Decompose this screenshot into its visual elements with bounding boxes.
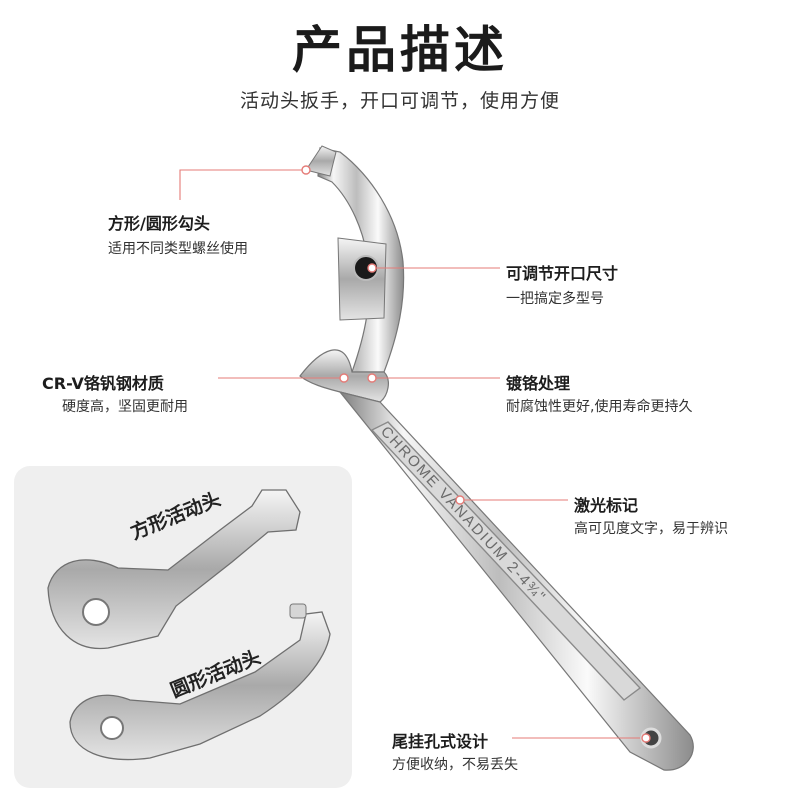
handle-engraving: CHROME VANADIUM 2-4¾"	[377, 423, 549, 606]
callout-adjustable-title: 可调节开口尺寸	[506, 264, 619, 283]
callout-chrome-title: 镀铬处理	[506, 374, 571, 393]
callout-hook-title: 方形/圆形勾头	[108, 214, 210, 233]
callout-laser-desc: 高可见度文字，易于辨识	[574, 521, 728, 537]
round-head-hole	[100, 716, 124, 740]
round-head-piece	[69, 603, 331, 761]
square-head-piece	[47, 489, 301, 650]
callout-hook-desc: 适用不同类型螺丝使用	[108, 241, 248, 257]
page-subtitle: 活动头扳手，开口可调节，使用方便	[239, 90, 560, 112]
callout-material-title: CR-V铬钒钢材质	[42, 374, 164, 393]
callout-tail-desc: 方便收纳，不易丢失	[392, 757, 518, 773]
callout-line-hook	[179, 169, 306, 200]
callout-chrome-desc: 耐腐蚀性更好,使用寿命更持久	[506, 399, 693, 415]
callout-lines	[179, 169, 640, 739]
callout-material-desc: 硬度高，坚固更耐用	[62, 399, 188, 415]
square-head-hole	[82, 598, 110, 626]
callout-dots	[301, 165, 651, 743]
callout-tail-title: 尾挂孔式设计	[392, 732, 489, 751]
hook-wrench: CHROME VANADIUM 2-4¾"	[299, 145, 694, 771]
callout-laser-title: 激光标记	[574, 496, 639, 515]
callout-adjustable-desc: 一把搞定多型号	[506, 291, 604, 307]
page-title: 产品描述	[292, 21, 508, 79]
